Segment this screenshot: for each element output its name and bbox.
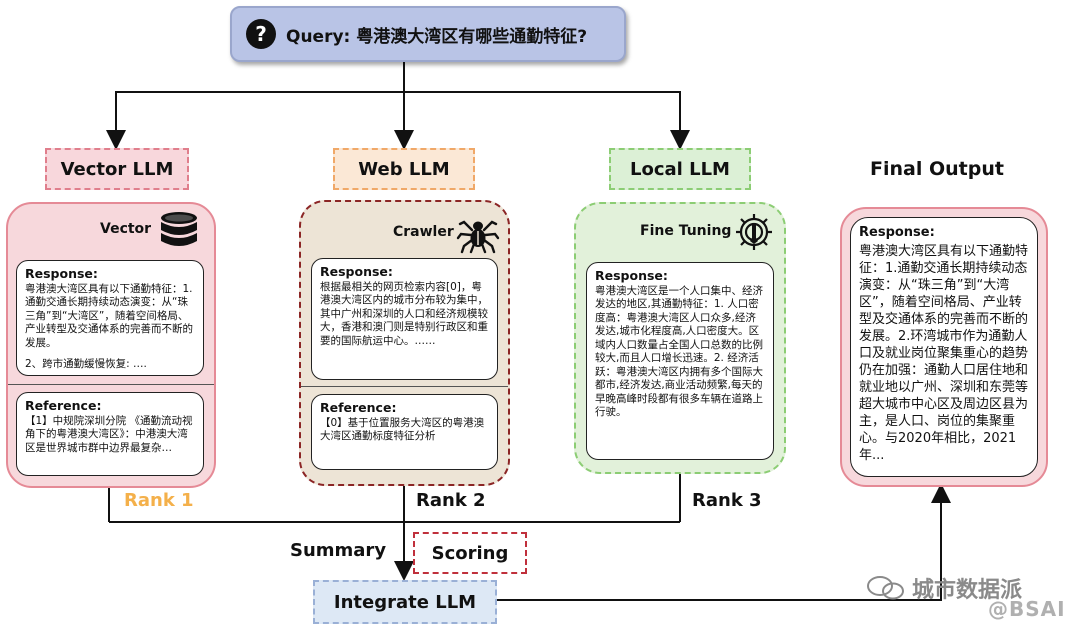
local-panel-title: Fine Tuning bbox=[640, 223, 732, 239]
local-response-title: Response: bbox=[595, 268, 668, 283]
web-panel: Crawler Response: 根据最相关的网页检索内容[0]，粤港澳大湾区… bbox=[299, 200, 510, 486]
vector-response-text-2: 2、跨市通勤缓慢恢复: …. bbox=[25, 358, 147, 370]
final-response-card: Response: 粤港澳大湾区具有以下通勤特征：1.通勤交通长期持续动态演变：… bbox=[850, 217, 1038, 477]
gear-wrench-icon bbox=[736, 214, 772, 250]
vector-reference-title: Reference: bbox=[25, 398, 102, 413]
local-panel: Fine Tuning Response: 粤港澳大湾区是一个人口集中、经济发达… bbox=[574, 202, 786, 474]
vector-llm-label: Vector LLM bbox=[45, 148, 189, 190]
vector-reference-text: 【1】中规院深圳分院 《通勤流动视角下的粤港澳大湾区》：中港澳大湾区是世界城市群… bbox=[25, 414, 193, 454]
local-response-text: 粤港澳大湾区是一个人口集中、经济发达的地区,其通勤特征：1. 人口密度高：粤港澳… bbox=[595, 284, 763, 419]
web-panel-title: Crawler bbox=[393, 224, 454, 240]
scoring-box: Scoring bbox=[413, 532, 527, 574]
integrate-llm-box: Integrate LLM bbox=[313, 580, 497, 624]
summary-label: Summary bbox=[290, 540, 387, 561]
final-response-title: Response: bbox=[859, 225, 935, 240]
query-text: Query: 粤港澳大湾区有哪些通勤特征? bbox=[286, 26, 588, 47]
query-box: ? Query: 粤港澳大湾区有哪些通勤特征? bbox=[230, 6, 626, 62]
vector-reference-card: Reference: 【1】中规院深圳分院 《通勤流动视角下的粤港澳大湾区》：中… bbox=[16, 392, 204, 476]
web-llm-label: Web LLM bbox=[333, 148, 475, 190]
rank-1-label: Rank 1 bbox=[124, 490, 194, 511]
spider-icon bbox=[456, 220, 500, 254]
question-mark-icon: ? bbox=[246, 19, 276, 49]
rank-2-label: Rank 2 bbox=[416, 490, 486, 511]
web-response-text: 根据最相关的网页检索内容[0]，粤港澳大湾区内的城市分布较为集中，其中广州和深圳… bbox=[320, 280, 488, 347]
query-to-vector-arrow bbox=[106, 91, 404, 150]
web-reference-card: Reference: 【0】基于位置服务大湾区的粤港澳大湾区通勤标度特征分析 bbox=[311, 394, 498, 470]
vector-panel-title: Vector bbox=[100, 221, 152, 237]
vector-response-text: 粤港澳大湾区具有以下通勤特征：1. 通勤交通长期持续动态演变：从“珠三角”到“大… bbox=[25, 282, 193, 349]
watermark-handle: @BSAI bbox=[988, 597, 1066, 621]
vector-response-title: Response: bbox=[25, 266, 98, 281]
web-response-title: Response: bbox=[320, 264, 393, 279]
web-separator bbox=[301, 386, 508, 387]
local-response-card: Response: 粤港澳大湾区是一个人口集中、经济发达的地区,其通勤特征：1.… bbox=[586, 262, 774, 460]
watermark-brand: 城市数据派 bbox=[912, 578, 1023, 603]
vector-response-card: Response: 粤港澳大湾区具有以下通勤特征：1. 通勤交通长期持续动态演变… bbox=[16, 260, 204, 376]
vector-separator bbox=[8, 384, 214, 385]
web-reference-title: Reference: bbox=[320, 400, 397, 415]
vector-panel: Vector Response: 粤港澳大湾区具有以下通勤特征：1. 通勤交通长… bbox=[6, 202, 216, 488]
wechat-icon bbox=[867, 576, 904, 600]
query-to-local-arrow bbox=[404, 91, 690, 150]
watermark: 城市数据派 bbox=[866, 572, 1022, 604]
final-output-title: Final Output bbox=[870, 158, 1004, 180]
final-response-text: 粤港澳大湾区具有以下通勤特征：1.通勤交通长期持续动态演变：从“珠三角”到“大湾… bbox=[859, 244, 1029, 463]
local-llm-label: Local LLM bbox=[609, 148, 751, 190]
web-reference-text: 【0】基于位置服务大湾区的粤港澳大湾区通勤标度特征分析 bbox=[320, 416, 485, 443]
final-output-panel: Response: 粤港澳大湾区具有以下通勤特征：1.通勤交通长期持续动态演变：… bbox=[840, 207, 1048, 487]
database-icon bbox=[161, 212, 197, 246]
integrate-to-final-arrow bbox=[493, 483, 951, 601]
web-response-card: Response: 根据最相关的网页检索内容[0]，粤港澳大湾区内的城市分布较为… bbox=[311, 258, 498, 380]
rank-3-label: Rank 3 bbox=[692, 490, 762, 511]
